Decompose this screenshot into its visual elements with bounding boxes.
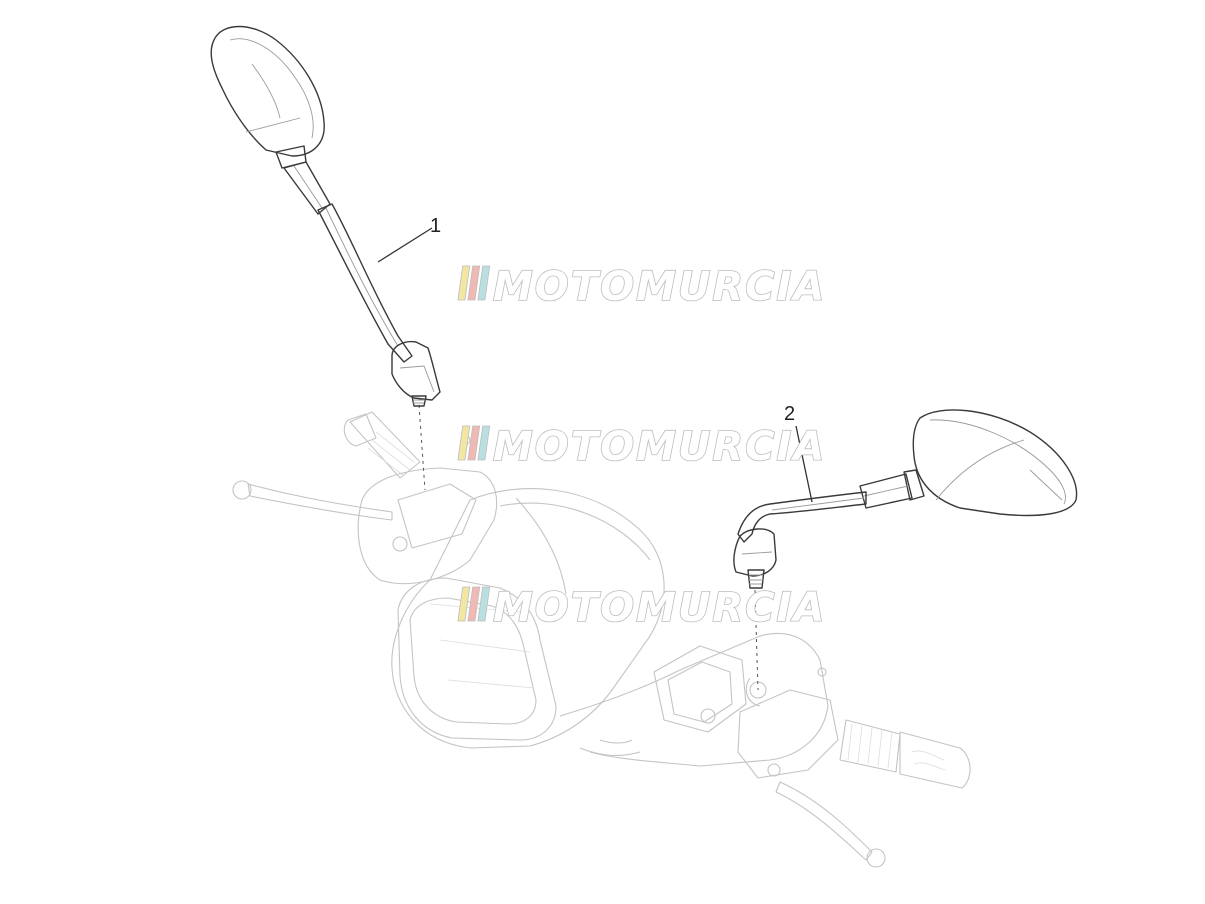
watermark-stripe — [467, 265, 481, 301]
leader-line-2 — [795, 425, 813, 503]
watermark-stripe — [467, 586, 481, 622]
watermark-stripe — [457, 425, 471, 461]
callout-label-1: 1 — [430, 215, 441, 237]
callout-2: 2 — [784, 403, 813, 503]
watermark-stripe — [477, 265, 491, 301]
watermark-stripe — [477, 425, 491, 461]
handlebar-assembly — [232, 411, 971, 868]
watermark-stripe — [477, 586, 491, 622]
assembly-line-1 — [418, 404, 426, 491]
watermark-stripe — [467, 425, 481, 461]
watermark-text: MOTOMURCIA — [493, 264, 826, 310]
part-1-left-mirror[interactable] — [210, 25, 441, 407]
part-2-right-mirror[interactable] — [733, 409, 1078, 589]
watermark-text: MOTOMURCIA — [493, 424, 826, 470]
assembly-line-2 — [754, 589, 759, 691]
watermark-stripe — [457, 265, 471, 301]
watermark-middle: MOTOMURCIA — [457, 423, 826, 471]
watermark-bottom: MOTOMURCIA — [457, 584, 826, 632]
callout-label-2: 2 — [784, 403, 795, 425]
watermark-stripe — [457, 586, 471, 622]
leader-line-1 — [377, 227, 433, 263]
watermark-text: MOTOMURCIA — [493, 585, 826, 631]
watermark-top: MOTOMURCIA — [457, 263, 826, 311]
callout-1: 1 — [377, 215, 441, 263]
